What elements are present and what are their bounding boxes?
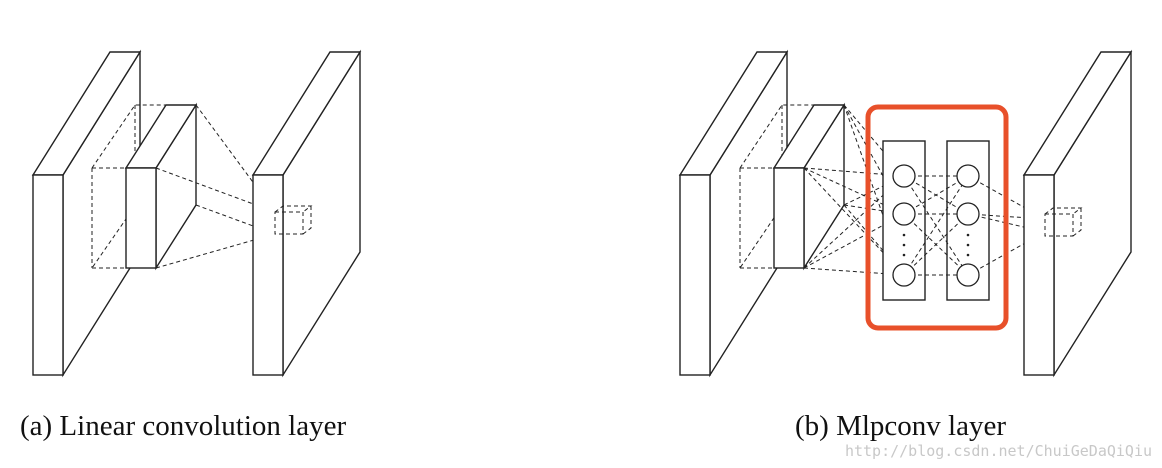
neuron: [892, 263, 916, 287]
mlpconv-panel: [678, 49, 1133, 378]
neuron: [956, 202, 980, 226]
ellipsis-dot: [902, 243, 906, 247]
linear-conv-panel: [31, 49, 362, 378]
mlp-hidden-connections: [903, 175, 969, 276]
mlp-output-unit-cube: [1044, 207, 1083, 237]
micro-network-highlight: [865, 104, 1009, 331]
caption-mlpconv: (b) Mlpconv layer: [795, 410, 1006, 442]
ellipsis-dot: [966, 233, 970, 237]
ellipsis-dot: [902, 233, 906, 237]
input-feature-map: [31, 49, 142, 378]
watermark-text: http://blog.csdn.net/ChuiGeDaQiQiu: [844, 442, 1152, 460]
mlp-input-feature-map: [678, 49, 789, 378]
neuron: [892, 164, 916, 188]
hidden-layer-1-nodes: [892, 164, 916, 287]
neuron: [956, 263, 980, 287]
output-unit-cube: [274, 205, 313, 235]
output-feature-map: [251, 49, 362, 378]
neuron: [892, 202, 916, 226]
mlp-filter: [772, 102, 846, 271]
mlp-output-feature-map: [1022, 49, 1133, 378]
ellipsis-dot: [966, 253, 970, 257]
hidden-layer-2-nodes: [956, 164, 980, 287]
neuron: [956, 164, 980, 188]
caption-linear-conv: (a) Linear convolution layer: [20, 410, 347, 442]
ellipsis-dot: [966, 243, 970, 247]
ellipsis-dot: [902, 253, 906, 257]
